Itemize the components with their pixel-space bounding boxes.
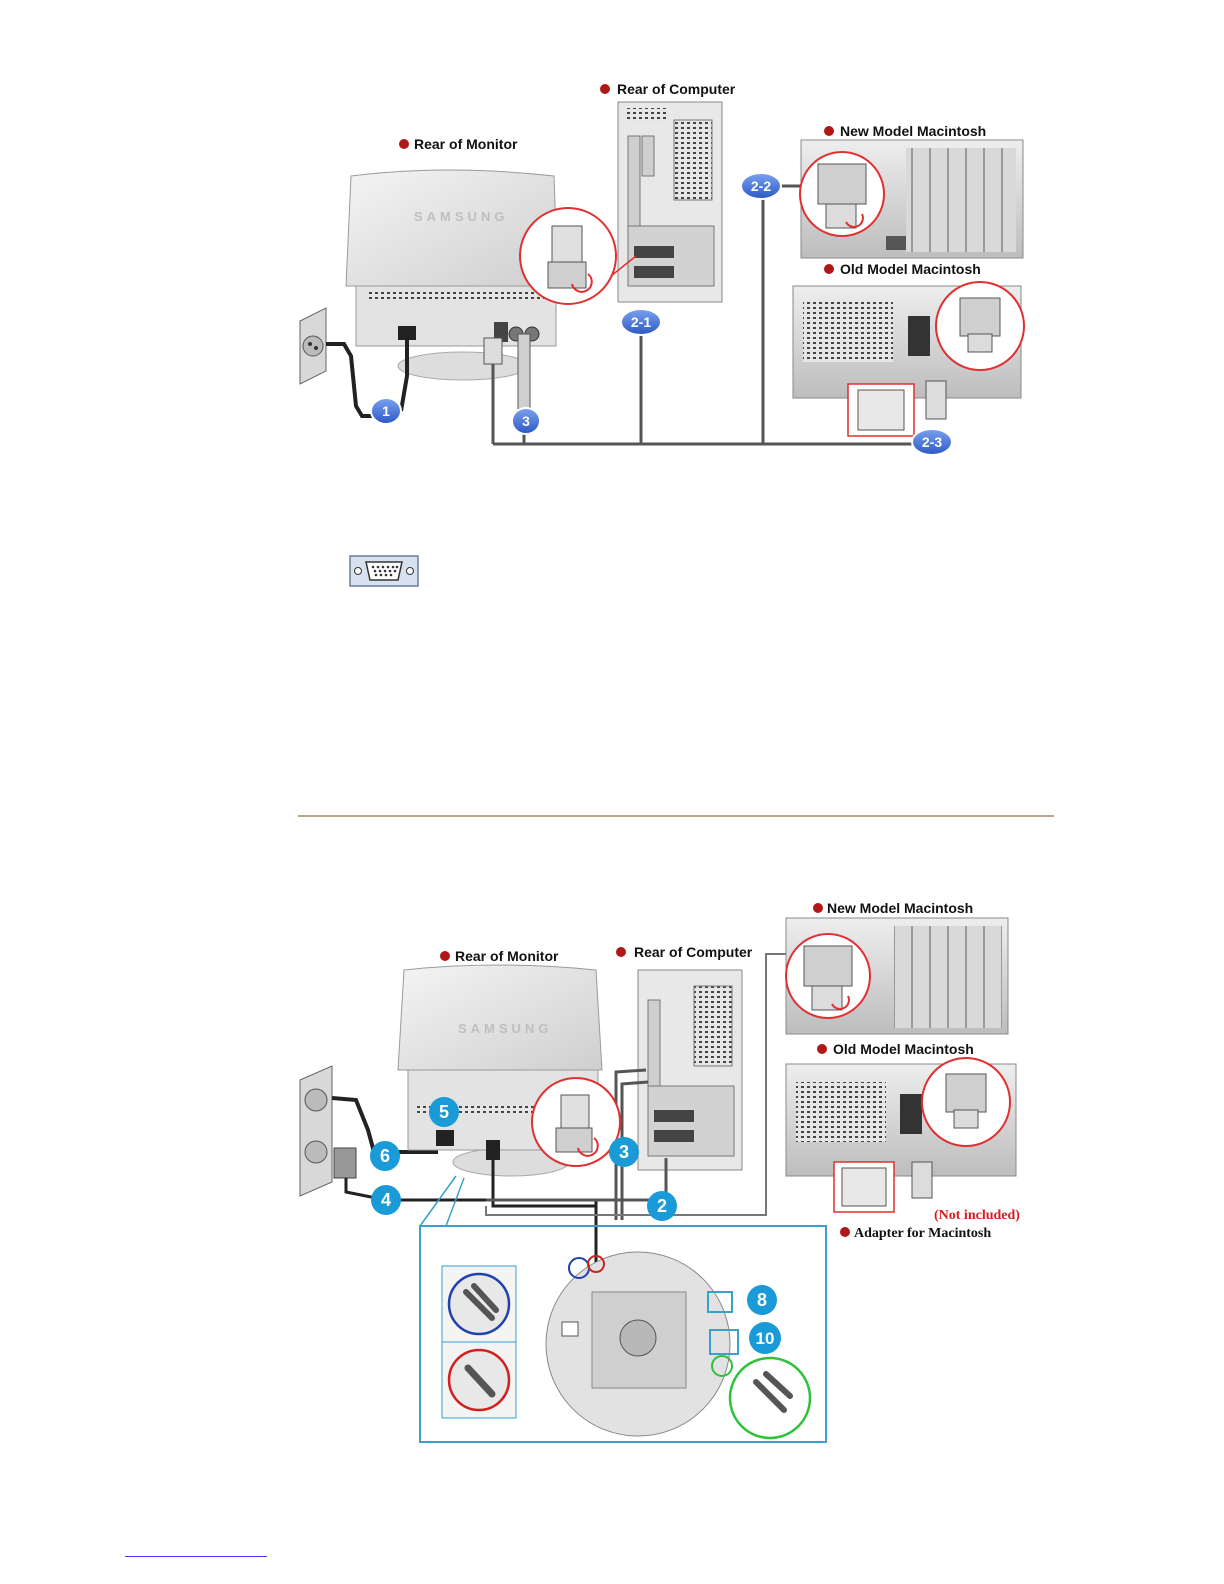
- label-rear-of-computer: Rear of Computer: [600, 81, 736, 97]
- callout-1: 1: [371, 398, 401, 424]
- label-rear-of-computer-2: Rear of Computer: [616, 944, 753, 960]
- svg-text:1: 1: [382, 403, 390, 419]
- callout-4: 4: [371, 1185, 401, 1215]
- svg-text:4: 4: [381, 1190, 391, 1210]
- callout-2-1: 2-1: [621, 309, 661, 335]
- svg-text:New Model Macintosh: New Model Macintosh: [840, 123, 986, 139]
- svg-text:Rear of Computer: Rear of Computer: [634, 944, 753, 960]
- new-model-macintosh: [800, 140, 1023, 258]
- label-adapter-for-macintosh: Adapter for Macintosh: [840, 1226, 991, 1241]
- label-new-model-macintosh-2: New Model Macintosh: [813, 900, 973, 916]
- svg-text:6: 6: [380, 1146, 390, 1166]
- svg-text:Adapter for Macintosh: Adapter for Macintosh: [854, 1226, 991, 1241]
- svg-text:5: 5: [439, 1102, 449, 1122]
- callout-2-2: 2-2: [741, 173, 781, 199]
- svg-text:2-3: 2-3: [922, 434, 942, 450]
- svg-text:2-2: 2-2: [751, 178, 771, 194]
- label-new-model-macintosh: New Model Macintosh: [824, 123, 986, 139]
- callout-8: 8: [747, 1285, 777, 1315]
- samsung-logo: SAMSUNG: [414, 209, 508, 224]
- vga-port-icon: [349, 555, 419, 587]
- callout-3: 3: [512, 408, 540, 434]
- samsung-logo: SAMSUNG: [458, 1021, 552, 1036]
- callout-5: 5: [429, 1097, 459, 1127]
- computer-tower-rear: [618, 102, 722, 302]
- svg-text:Old Model Macintosh: Old Model Macintosh: [833, 1041, 974, 1057]
- callout-10: 10: [749, 1322, 781, 1354]
- svg-text:3: 3: [522, 413, 530, 429]
- section-divider: [298, 815, 1054, 817]
- old-model-macintosh: [793, 282, 1024, 436]
- connection-diagram-1: Rear of Monitor Rear of Computer New Mod…: [296, 76, 1056, 466]
- svg-text:Rear of Computer: Rear of Computer: [617, 81, 736, 97]
- label-rear-of-monitor: Rear of Monitor: [399, 136, 518, 152]
- svg-text:10: 10: [756, 1329, 775, 1348]
- footer-link-underline[interactable]: [125, 1556, 267, 1557]
- svg-text:2-1: 2-1: [631, 314, 651, 330]
- vga-plug-zoom-computer-2: [532, 1078, 620, 1166]
- svg-text:2: 2: [657, 1196, 667, 1216]
- not-included-note: (Not included): [934, 1208, 1020, 1223]
- svg-text:8: 8: [757, 1290, 767, 1310]
- svg-text:Rear of Monitor: Rear of Monitor: [414, 136, 518, 152]
- callout-2: 2: [647, 1191, 677, 1221]
- old-model-macintosh-2: [786, 1058, 1016, 1212]
- callout-3: 3: [609, 1137, 639, 1167]
- svg-text:3: 3: [619, 1142, 629, 1162]
- connection-diagram-2: New Model Macintosh Rear of Monitor Rear…: [296, 890, 1056, 1450]
- callout-2-3: 2-3: [912, 429, 952, 455]
- svg-text:Rear of Monitor: Rear of Monitor: [455, 948, 559, 964]
- label-old-model-macintosh-2: Old Model Macintosh: [817, 1041, 974, 1057]
- svg-text:Old Model Macintosh: Old Model Macintosh: [840, 261, 981, 277]
- callout-6: 6: [370, 1141, 400, 1171]
- label-old-model-macintosh: Old Model Macintosh: [824, 261, 981, 277]
- new-model-macintosh-2: [786, 918, 1008, 1034]
- svg-text:New Model Macintosh: New Model Macintosh: [827, 900, 973, 916]
- label-rear-of-monitor-2: Rear of Monitor: [440, 948, 559, 964]
